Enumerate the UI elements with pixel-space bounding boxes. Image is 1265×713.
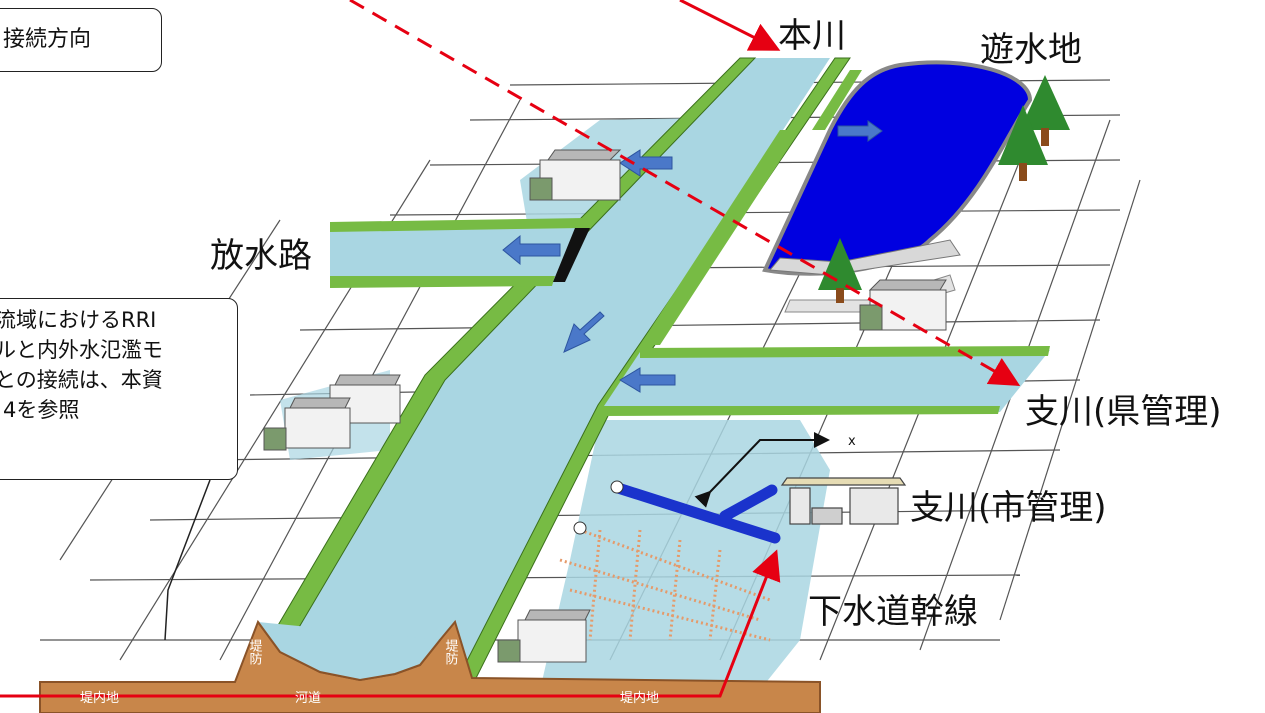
pump-station-icon — [780, 477, 907, 525]
inland-right-label: 堤内地 — [620, 690, 659, 706]
levee-left-label: 堤防 — [247, 639, 263, 665]
flow-arrow-main — [563, 311, 605, 353]
floodway-label: 放水路 — [210, 236, 312, 276]
red-dashed-arrow — [349, 0, 1021, 386]
inland-left-label: 堤内地 — [80, 690, 119, 706]
levee-right-label: 堤防 — [443, 639, 459, 665]
tributary-prefecture-channel — [600, 350, 1050, 412]
connection-direction-box: 接続方向 — [0, 8, 162, 72]
tributary-city-label: 支川(市管理) — [910, 488, 1107, 528]
note-line-1: 流域におけるRRI — [0, 308, 157, 332]
house-icon — [263, 149, 947, 663]
flow-arrows — [502, 120, 883, 393]
flow-arrow-upper-left — [619, 149, 673, 177]
note-line-2: ルと内外水氾濫モ — [0, 338, 163, 362]
floodway-channel — [330, 222, 580, 283]
sewer-trunk-label: 下水道幹線 — [808, 592, 978, 632]
red-arrow-to-main-river — [679, 0, 781, 51]
main-river-label: 本川 — [778, 16, 846, 56]
connection-direction-text: 接続方向 — [3, 27, 92, 52]
tributary-prefecture-label: 支川(県管理) — [1025, 392, 1222, 432]
main-river-channel — [255, 58, 830, 690]
x-axis-arrow — [694, 432, 830, 508]
callout-leader-line — [164, 479, 211, 641]
note-line-3: との接続は、本資 — [0, 368, 163, 392]
x-axis-label: x — [848, 434, 856, 449]
note-line-4: 4を参照 — [3, 398, 80, 422]
retarding-basin-label: 遊水地 — [980, 30, 1082, 70]
retarding-basin-pond — [762, 60, 1033, 276]
flow-arrow-basin — [837, 120, 883, 142]
red-arrow-from-section — [0, 549, 781, 698]
floodway-gate — [553, 228, 590, 282]
flow-arrow-tributary — [619, 367, 676, 393]
flow-arrow-floodway — [502, 234, 561, 266]
channel-label: 河道 — [295, 691, 321, 706]
note-callout: 流域におけるRRI ルと内外水氾濫モ との接続は、本資 4を参照 — [0, 298, 238, 480]
sewer-network — [559, 528, 771, 642]
